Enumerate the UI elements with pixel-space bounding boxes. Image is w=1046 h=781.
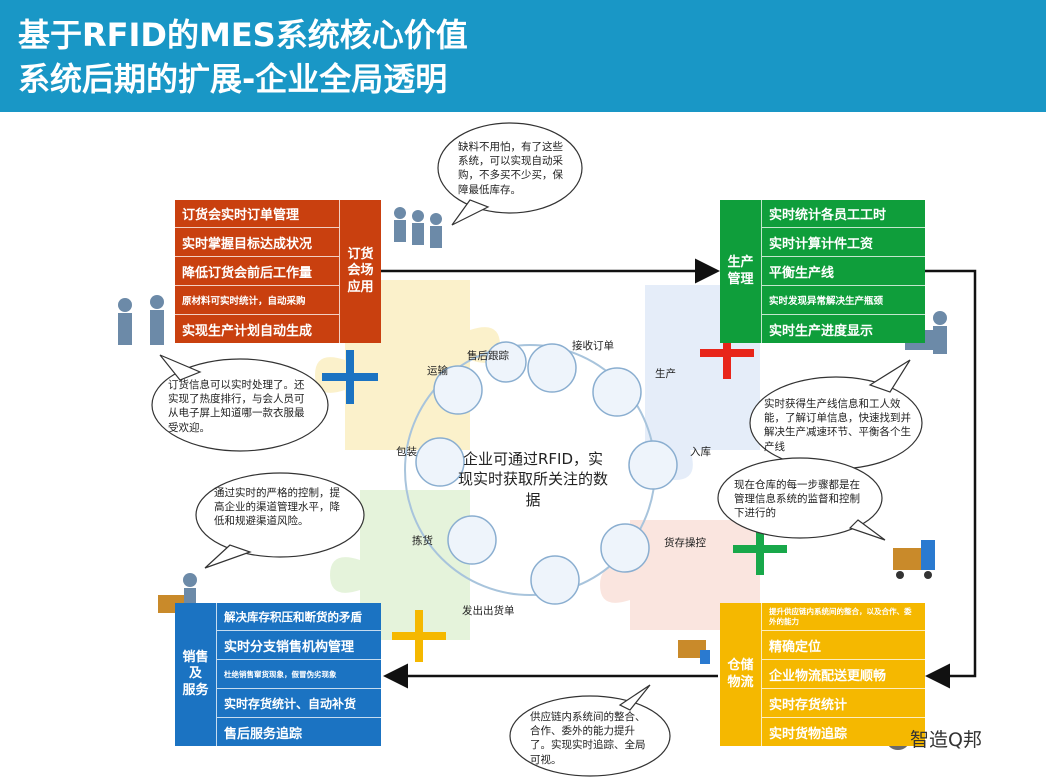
production-side-label: 生产 管理 bbox=[720, 200, 762, 343]
cycle-center-text: 企业可通过RFID，实现实时获取所关注的数据 bbox=[458, 450, 609, 509]
step-label: 接收订单 bbox=[572, 340, 614, 352]
bubble-left-upper-text: 订货信息可以实时处理了。还实现了热度排行，与会人员可从电子屏上知道哪一款衣服最受… bbox=[168, 379, 305, 434]
step-label: 入库 bbox=[690, 446, 711, 458]
warehouse-item: 企业物流配送更顺畅 bbox=[762, 660, 925, 689]
bubble-right-upper-text: 实时获得生产线信息和工人效能，了解订单信息，快速找到并解决生产减速环节、平衡各个… bbox=[764, 398, 911, 453]
delivery-truck-icon bbox=[678, 640, 710, 664]
diagram-graphics bbox=[118, 122, 977, 777]
production-item: 平衡生产线 bbox=[762, 257, 925, 286]
forklift-icon bbox=[893, 540, 935, 579]
warehouse-item: 精确定位 bbox=[762, 631, 925, 660]
order-management-box: 订货会实时订单管理 实时掌握目标达成状况 降低订货会前后工作量 原材料可实时统计… bbox=[175, 200, 381, 343]
bubble-bottom-text: 供应链内系统间的整合、合作、委外的能力提升了。实现实时追踪、全局可视。 bbox=[530, 711, 646, 766]
puzzle-green-icon bbox=[330, 490, 470, 640]
production-item: 实时统计各员工工时 bbox=[762, 200, 925, 228]
order-item: 降低订货会前后工作量 bbox=[175, 257, 339, 286]
order-item: 订货会实时订单管理 bbox=[175, 200, 339, 228]
order-item: 实时掌握目标达成状况 bbox=[175, 228, 339, 257]
production-item: 实时发现异常解决生产瓶颈 bbox=[762, 286, 925, 315]
sales-item: 实时存货统计、自动补货 bbox=[217, 689, 381, 718]
step-label: 售后跟踪 bbox=[467, 350, 509, 362]
plus-blue-icon bbox=[322, 350, 378, 404]
warehouse-item: 实时存货统计 bbox=[762, 689, 925, 718]
bubble-top-text: 缺料不用怕，有了这些系统，可以实现自动采购，不多买不少买，保障最低库存。 bbox=[458, 141, 563, 196]
production-item: 实时计算计件工资 bbox=[762, 228, 925, 257]
title-banner: 基于RFID的MES系统核心价值 系统后期的扩展-企业全局透明 bbox=[0, 0, 1046, 112]
step-label: 货存操控 bbox=[664, 537, 706, 549]
speech-bubbles bbox=[151, 122, 923, 777]
sales-service-box: 销售 及 服务 解决库存积压和断货的矛盾 实时分支销售机构管理 杜绝销售窜货现象… bbox=[175, 603, 381, 746]
step-label: 运输 bbox=[427, 365, 448, 377]
process-nodes bbox=[415, 341, 678, 605]
watermark-text: 智造Q邦 bbox=[910, 729, 982, 751]
bubble-right-lower-text: 现在仓库的每一步骤都是在管理信息系统的监督和控制下进行的 bbox=[734, 479, 860, 520]
sales-side-label: 销售 及 服务 bbox=[175, 603, 217, 746]
bubble-left-lower-text: 通过实时的严格的控制，提高企业的渠道管理水平，降低和规避渠道风险。 bbox=[214, 487, 340, 528]
warehouse-item: 实时货物追踪 bbox=[769, 726, 848, 742]
sales-item: 售后服务追踪 bbox=[224, 726, 303, 742]
sales-item: 杜绝销售窜货现象，假冒伪劣现象 bbox=[217, 660, 381, 689]
plus-yellow-icon bbox=[392, 610, 446, 662]
warehouse-item: 提升供应链内系统间的整合，以及合作、委外的能力 bbox=[762, 603, 925, 631]
step-label: 拣货 bbox=[412, 535, 433, 547]
order-item: 实现生产计划自动生成 bbox=[182, 323, 313, 339]
step-label: 生产 bbox=[655, 368, 676, 380]
sales-item: 解决库存积压和断货的矛盾 bbox=[217, 603, 381, 631]
warehouse-side-label: 仓储 物流 bbox=[720, 603, 762, 746]
sales-item: 实时分支销售机构管理 bbox=[217, 631, 381, 660]
title-line-1: 基于RFID的MES系统核心价值 bbox=[18, 16, 468, 54]
order-side-label: 订货 会场 应用 bbox=[339, 200, 381, 343]
step-label: 包装 bbox=[396, 446, 417, 458]
order-item: 原材料可实时统计，自动采购 bbox=[175, 286, 339, 315]
handshake-icon bbox=[118, 295, 164, 345]
production-item: 实时生产进度显示 bbox=[769, 323, 874, 339]
plus-green-icon bbox=[733, 523, 787, 575]
step-label: 发出出货单 bbox=[462, 605, 515, 617]
title-line-2: 系统后期的扩展-企业全局透明 bbox=[18, 60, 448, 98]
warehouse-logistics-box: 仓储 物流 提升供应链内系统间的整合，以及合作、委外的能力 精确定位 企业物流配… bbox=[720, 603, 925, 746]
flow-arrows bbox=[380, 258, 977, 689]
people-group-icon bbox=[394, 207, 442, 248]
plus-red-icon bbox=[700, 327, 754, 379]
production-management-box: 生产 管理 实时统计各员工工时 实时计算计件工资 平衡生产线 实时发现异常解决生… bbox=[720, 200, 925, 343]
